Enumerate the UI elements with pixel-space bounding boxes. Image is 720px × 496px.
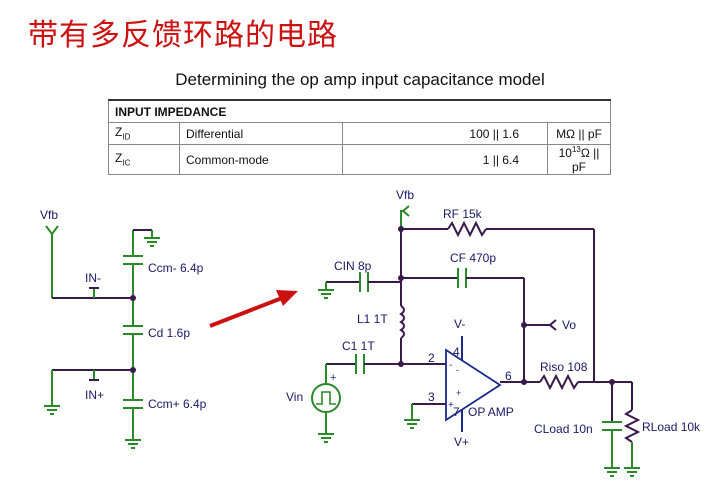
l1-label: L1 1T — [357, 312, 388, 326]
ccm-minus-label: Ccm- 6.4p — [148, 261, 204, 275]
svg-text:+: + — [448, 400, 454, 411]
table-row: ZIC Common-mode 1 || 6.4 1013Ω || pF — [108, 144, 611, 175]
ccm-plus-label: Ccm+ 6.4p — [148, 397, 207, 411]
description-cell: Common-mode — [179, 144, 343, 175]
pin-4-label: 4 — [453, 345, 460, 359]
arrow-icon — [209, 290, 298, 328]
vfb-label: Vfb — [40, 208, 58, 222]
cin-label: CIN 8p — [334, 259, 372, 273]
c1-label: C1 1T — [342, 339, 375, 353]
opamp-label: OP AMP — [468, 405, 514, 419]
svg-text:+: + — [330, 372, 336, 384]
vin-label: Vin — [286, 390, 303, 404]
cd-label: Cd 1.6p — [148, 326, 190, 340]
value-cell: 1 || 6.4 — [342, 144, 548, 175]
vo-label: Vo — [562, 318, 576, 332]
pin-2-label: 2 — [428, 351, 435, 365]
value-cell: 100 || 1.6 — [342, 122, 548, 145]
opamp-polarity-marks: - + + - + — [330, 360, 461, 411]
node-dots — [398, 226, 615, 385]
page-title: 带有多反馈环路的电路 — [28, 18, 338, 53]
in-minus-label: IN- — [85, 271, 101, 285]
unit-cell: 1013Ω || pF — [547, 144, 611, 175]
slide-subtitle: Determining the op amp input capacitance… — [175, 70, 545, 89]
pin-3-label: 3 — [428, 390, 435, 404]
svg-text:-: - — [449, 360, 452, 371]
rf-label: RF 15k — [443, 207, 483, 221]
left-circuit — [44, 225, 160, 449]
right-circuit — [311, 205, 641, 477]
vfb-label: Vfb — [396, 188, 414, 202]
svg-text:+: + — [456, 388, 461, 398]
vminus-label: V- — [454, 317, 465, 331]
pin-7-label: 7 — [453, 405, 460, 419]
cload-label: CLoad 10n — [534, 422, 593, 436]
rload-label: RLoad 10k — [642, 420, 701, 434]
node-dots — [130, 295, 136, 373]
in-plus-label: IN+ — [85, 388, 104, 402]
svg-text:-: - — [456, 365, 459, 375]
vplus-label: V+ — [454, 435, 469, 449]
symbol-cell: ZIC — [108, 144, 180, 175]
input-impedance-table: INPUT IMPEDANCE ZID Differential 100 || … — [108, 99, 611, 175]
cf-label: CF 470p — [450, 251, 496, 265]
pin-6-label: 6 — [505, 369, 512, 383]
riso-label: Riso 108 — [540, 360, 588, 374]
